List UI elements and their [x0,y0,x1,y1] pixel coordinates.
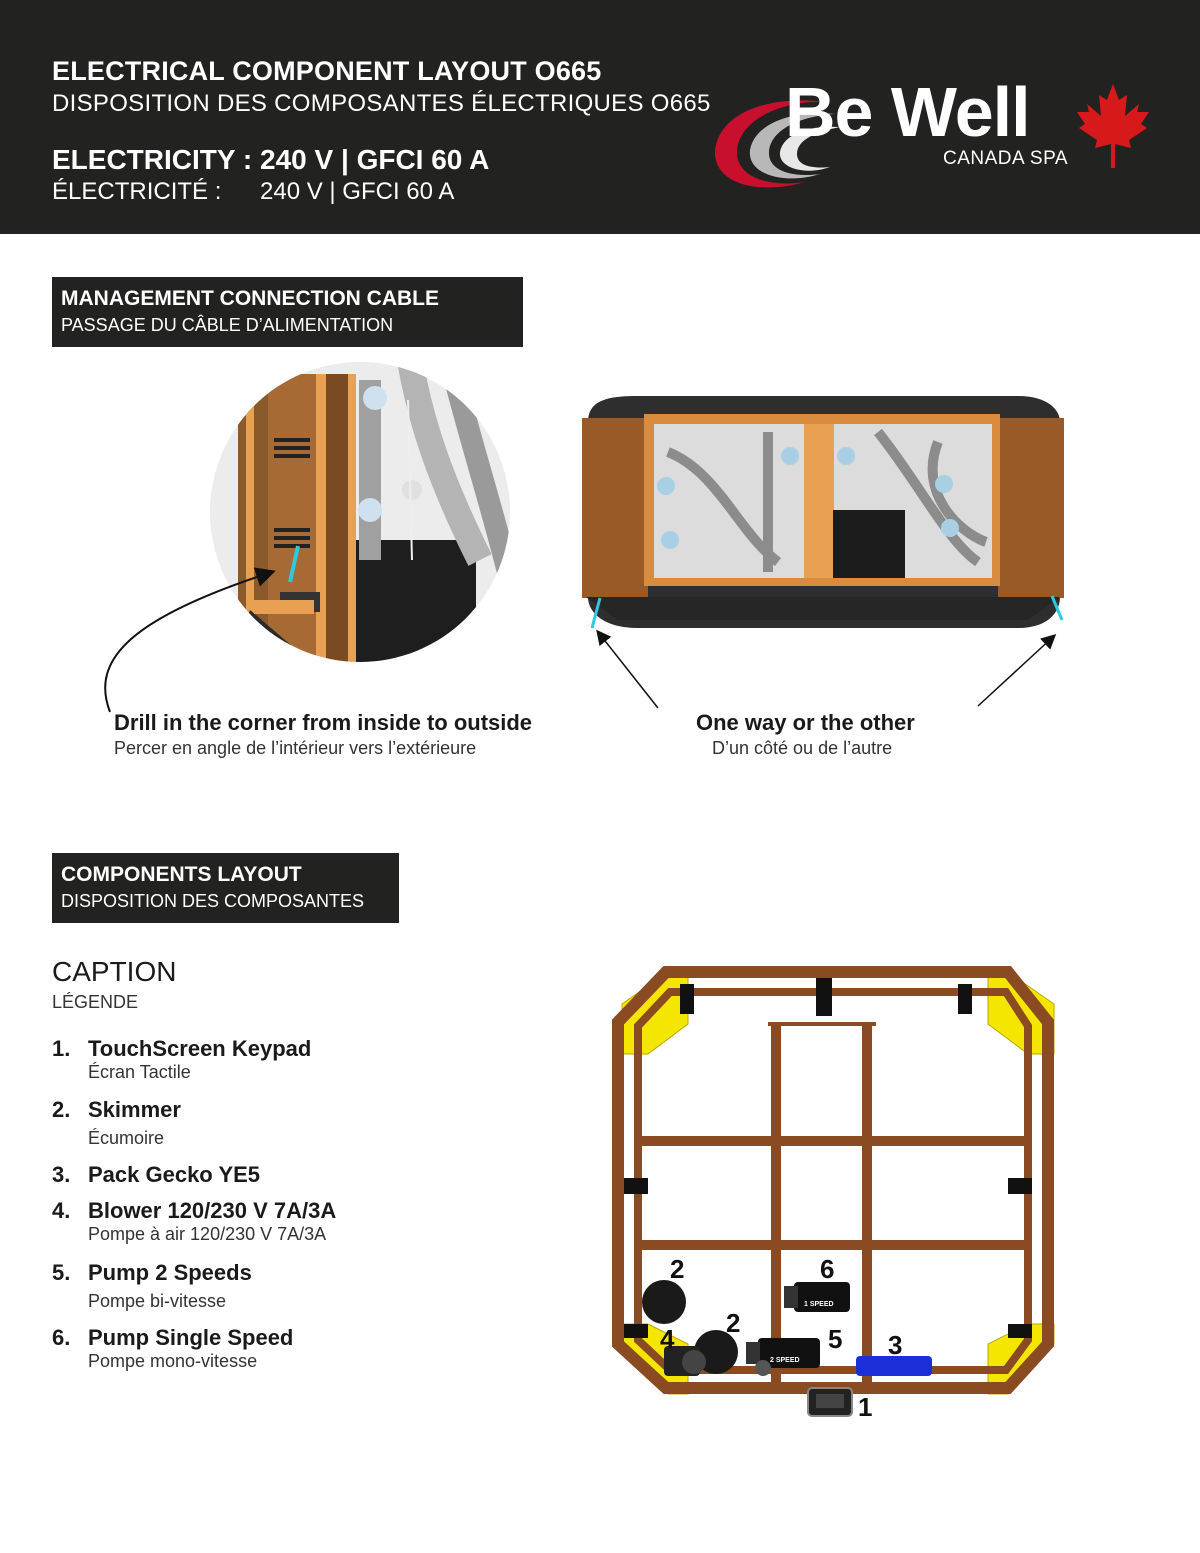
section-components-subtitle: DISPOSITION DES COMPOSANTES [61,891,365,911]
drill-detail-illustration [210,362,510,662]
document-subtitle: DISPOSITION DES COMPOSANTES ÉLECTRIQUES … [52,90,711,117]
label-2b: 2 [726,1308,740,1338]
callout-arrows [104,567,1057,713]
electricite-value: 240 V | GFCI 60 A [260,178,455,205]
label-1: 1 [858,1392,872,1422]
electricite-label: ÉLECTRICITÉ : [52,178,222,205]
pump-single-speed-label: 1 SPEED [804,1301,834,1308]
bewell-logo: Be Well CANADA SPA [705,70,1165,200]
oneway-callout: One way or the other [696,710,915,735]
header-banner: ELECTRICAL COMPONENT LAYOUT O665 DISPOSI… [0,0,1200,234]
pump-two-speed-label: 2 SPEED [770,1357,800,1364]
label-6: 6 [820,1254,834,1284]
label-4: 4 [660,1324,675,1354]
section-components-heading: COMPONENTS LAYOUT DISPOSITION DES COMPOS… [52,853,399,923]
logo-brand: Be Well [785,73,1031,151]
section-cable-heading: MANAGEMENT CONNECTION CABLE PASSAGE DU C… [52,277,523,347]
maple-leaf-icon [1077,84,1149,168]
electricity-value: 240 V | GFCI 60 A [260,144,490,175]
drill-callout-fr: Percer en angle de l’intérieur vers l’ex… [114,738,477,758]
section-components-title: COMPONENTS LAYOUT [61,863,302,886]
caption-subtitle: LÉGENDE [52,992,139,1012]
section-cable-subtitle: PASSAGE DU CÂBLE D’ALIMENTATION [61,315,394,335]
caption-title: CAPTION [52,956,177,987]
drill-callout: Drill in the corner from inside to outsi… [114,710,533,735]
document-title: ELECTRICAL COMPONENT LAYOUT O665 [52,56,602,86]
logo-swoosh-icon [714,100,840,188]
section-cable-title: MANAGEMENT CONNECTION CABLE [61,287,439,310]
label-3: 3 [888,1330,902,1360]
label-2a: 2 [670,1254,684,1284]
oneway-callout-fr: D’un côté ou de l’autre [712,738,893,758]
electricity-label: ELECTRICITY : [52,144,253,175]
component-layout-diagram: 1 SPEED 2 SPEED 1 2 2 3 4 5 6 [612,966,1055,1422]
spa-open-view-illustration [582,396,1064,629]
label-5: 5 [828,1324,842,1354]
logo-tagline: CANADA SPA [943,148,1069,169]
